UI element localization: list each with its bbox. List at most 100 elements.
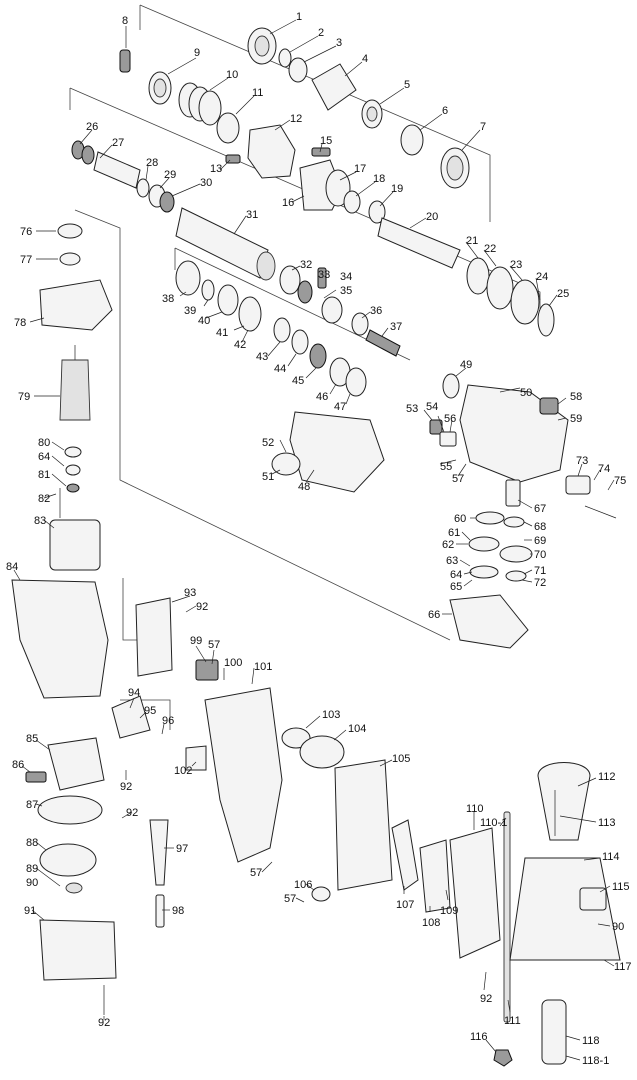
callout-37: 37: [390, 321, 402, 333]
callout-81: 81: [38, 469, 50, 481]
callout-8: 8: [122, 15, 128, 27]
callout-56: 56: [444, 413, 456, 425]
callout-60: 60: [454, 513, 466, 525]
callout-110: 110: [466, 803, 484, 815]
callout-52: 52: [262, 437, 274, 449]
callout-105: 105: [392, 753, 410, 765]
callout-108: 108: [422, 917, 440, 929]
callout-45: 45: [292, 375, 304, 387]
callout-118-1: 118-1: [582, 1055, 609, 1067]
callout-19: 19: [391, 183, 403, 195]
callout-118: 118: [582, 1035, 600, 1047]
callout-23: 23: [510, 259, 522, 271]
callout-15: 15: [320, 135, 332, 147]
callout-12: 12: [290, 113, 302, 125]
side-handle-assembly: [493, 762, 621, 1067]
callout-40: 40: [198, 315, 210, 327]
callout-85: 85: [26, 733, 38, 745]
callout-86: 86: [12, 759, 24, 771]
callout-64-gear: 64: [450, 569, 462, 581]
callout-39: 39: [184, 305, 196, 317]
callout-99: 99: [190, 635, 202, 647]
callout-57-knob: 57: [284, 893, 296, 905]
callout-16: 16: [282, 197, 294, 209]
callout-92-ring: 92: [126, 807, 138, 819]
callout-91: 91: [24, 905, 36, 917]
callout-92-handle: 92: [480, 993, 492, 1005]
callout-34: 34: [340, 271, 352, 283]
callout-51: 51: [262, 471, 274, 483]
callout-55: 55: [440, 461, 452, 473]
callout-80: 80: [38, 437, 50, 449]
callout-70: 70: [534, 549, 546, 561]
callout-48: 48: [298, 481, 310, 493]
callout-102: 102: [174, 765, 192, 777]
leader-lines: [13, 19, 615, 1061]
callout-57-gear: 57: [452, 473, 464, 485]
handle-housing-assembly: [185, 659, 511, 1023]
callout-58: 58: [570, 391, 582, 403]
callout-11: 11: [252, 87, 263, 99]
callout-63: 63: [446, 555, 458, 567]
callout-104: 104: [348, 723, 366, 735]
callout-17: 17: [354, 163, 366, 175]
callout-97: 97: [176, 843, 188, 855]
callout-94: 94: [128, 687, 140, 699]
callout-78: 78: [14, 317, 26, 329]
callout-2: 2: [318, 27, 324, 39]
callout-20: 20: [426, 211, 438, 223]
callout-27: 27: [112, 137, 124, 149]
callout-18: 18: [373, 173, 385, 185]
callout-43: 43: [256, 351, 268, 363]
callout-92-bracket: 92: [196, 601, 208, 613]
callout-73: 73: [576, 455, 588, 467]
callout-46: 46: [316, 391, 328, 403]
callout-33: 33: [318, 269, 330, 281]
callout-36: 36: [370, 305, 382, 317]
callout-96: 96: [162, 715, 174, 727]
callout-62: 62: [442, 539, 454, 551]
callout-3: 3: [336, 37, 342, 49]
gear-housing-assembly: [271, 373, 617, 649]
callout-103: 103: [322, 709, 340, 721]
callout-92-bottom: 92: [98, 1017, 110, 1029]
callout-82: 82: [38, 493, 50, 505]
callout-100: 100: [224, 657, 242, 669]
callout-79: 79: [18, 391, 30, 403]
callout-57-housing: 57: [250, 867, 262, 879]
callout-38: 38: [162, 293, 174, 305]
callout-88: 88: [26, 837, 38, 849]
callout-labels: 1 2 3 4 5 6 7 8 9 10 11 12 13 15 16 17 1…: [6, 11, 632, 1067]
callout-31: 31: [246, 209, 258, 221]
callout-74: 74: [598, 463, 610, 475]
callout-87: 87: [26, 799, 38, 811]
callout-72: 72: [534, 577, 546, 589]
callout-107: 107: [396, 899, 414, 911]
callout-5: 5: [404, 79, 410, 91]
callout-112: 112: [598, 771, 616, 783]
callout-114: 114: [602, 851, 620, 863]
callout-50: 50: [520, 387, 532, 399]
callout-10: 10: [226, 69, 238, 81]
callout-113: 113: [598, 817, 616, 829]
callout-68: 68: [534, 521, 546, 533]
callout-29: 29: [164, 169, 176, 181]
callout-111: 111: [504, 1015, 521, 1027]
callout-93: 93: [184, 587, 196, 599]
callout-89: 89: [26, 863, 38, 875]
callout-66: 66: [428, 609, 440, 621]
motor-assembly: [11, 223, 113, 699]
callout-7: 7: [480, 121, 486, 133]
callout-42: 42: [234, 339, 246, 351]
callout-30: 30: [200, 177, 212, 189]
callout-54: 54: [426, 401, 438, 413]
callout-9: 9: [194, 47, 200, 59]
callout-83: 83: [34, 515, 46, 527]
callout-25: 25: [557, 288, 569, 300]
chuck-assembly: [119, 27, 555, 337]
callout-116: 116: [470, 1031, 488, 1043]
callout-64-motor: 64: [38, 451, 50, 463]
callout-61: 61: [448, 527, 460, 539]
callout-53: 53: [406, 403, 418, 415]
callout-90-fan: 90: [26, 877, 38, 889]
